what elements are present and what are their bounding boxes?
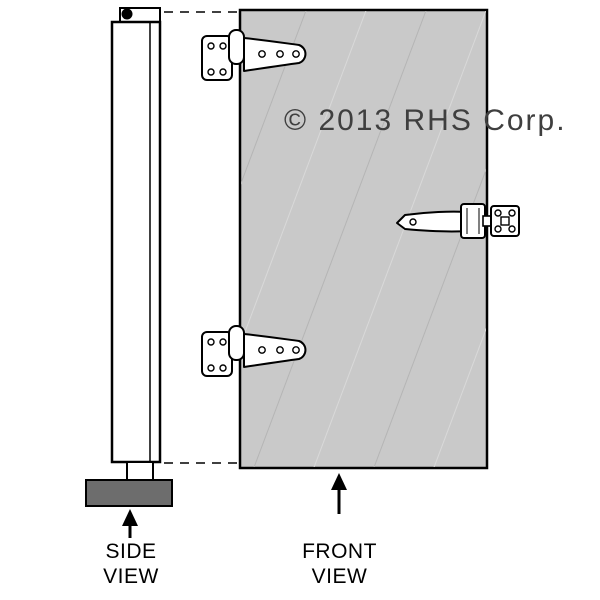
front-view-label: FRONT VIEW bbox=[292, 539, 387, 589]
door-shading bbox=[241, 11, 486, 467]
side-view-arrow bbox=[122, 509, 138, 538]
front-view-label-line2: VIEW bbox=[311, 565, 368, 588]
copyright-watermark: © 2013 RHS Corp. bbox=[284, 104, 567, 137]
top-pivot-dot bbox=[121, 8, 133, 20]
door-latch bbox=[396, 203, 520, 239]
side-view-label-line2: VIEW bbox=[103, 565, 159, 588]
side-view-label-line1: SIDE bbox=[105, 540, 157, 563]
front-view-door bbox=[238, 8, 489, 470]
side-view-door bbox=[85, 7, 173, 507]
door-base bbox=[85, 479, 173, 507]
front-view-label-line1: FRONT bbox=[302, 540, 377, 563]
front-view-arrow bbox=[331, 473, 347, 514]
side-view-label: SIDE VIEW bbox=[86, 539, 176, 589]
latch-handle bbox=[396, 210, 468, 233]
latch-keeper bbox=[490, 205, 520, 237]
